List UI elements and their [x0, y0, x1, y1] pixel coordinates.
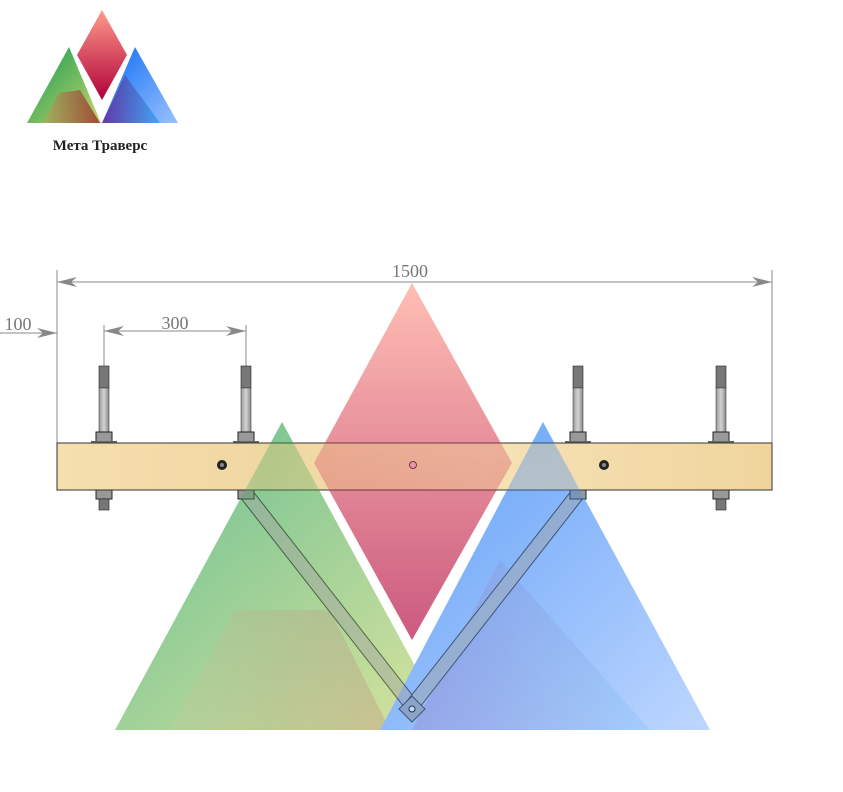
bolt	[708, 365, 734, 511]
watermark-overlay	[115, 283, 710, 730]
dimensions	[0, 270, 773, 443]
logo-blue-inner	[102, 75, 160, 123]
logo-green-inner	[43, 90, 100, 123]
dim-total-label: 1500	[392, 261, 428, 281]
dim-spacing-label: 300	[162, 313, 189, 333]
bolt	[91, 365, 117, 511]
dim-offset-label: 100	[5, 314, 32, 334]
logo-red-diamond	[77, 10, 127, 100]
logo: Мета Траверс	[27, 10, 178, 154]
logo-text: Мета Траверс	[53, 138, 148, 154]
